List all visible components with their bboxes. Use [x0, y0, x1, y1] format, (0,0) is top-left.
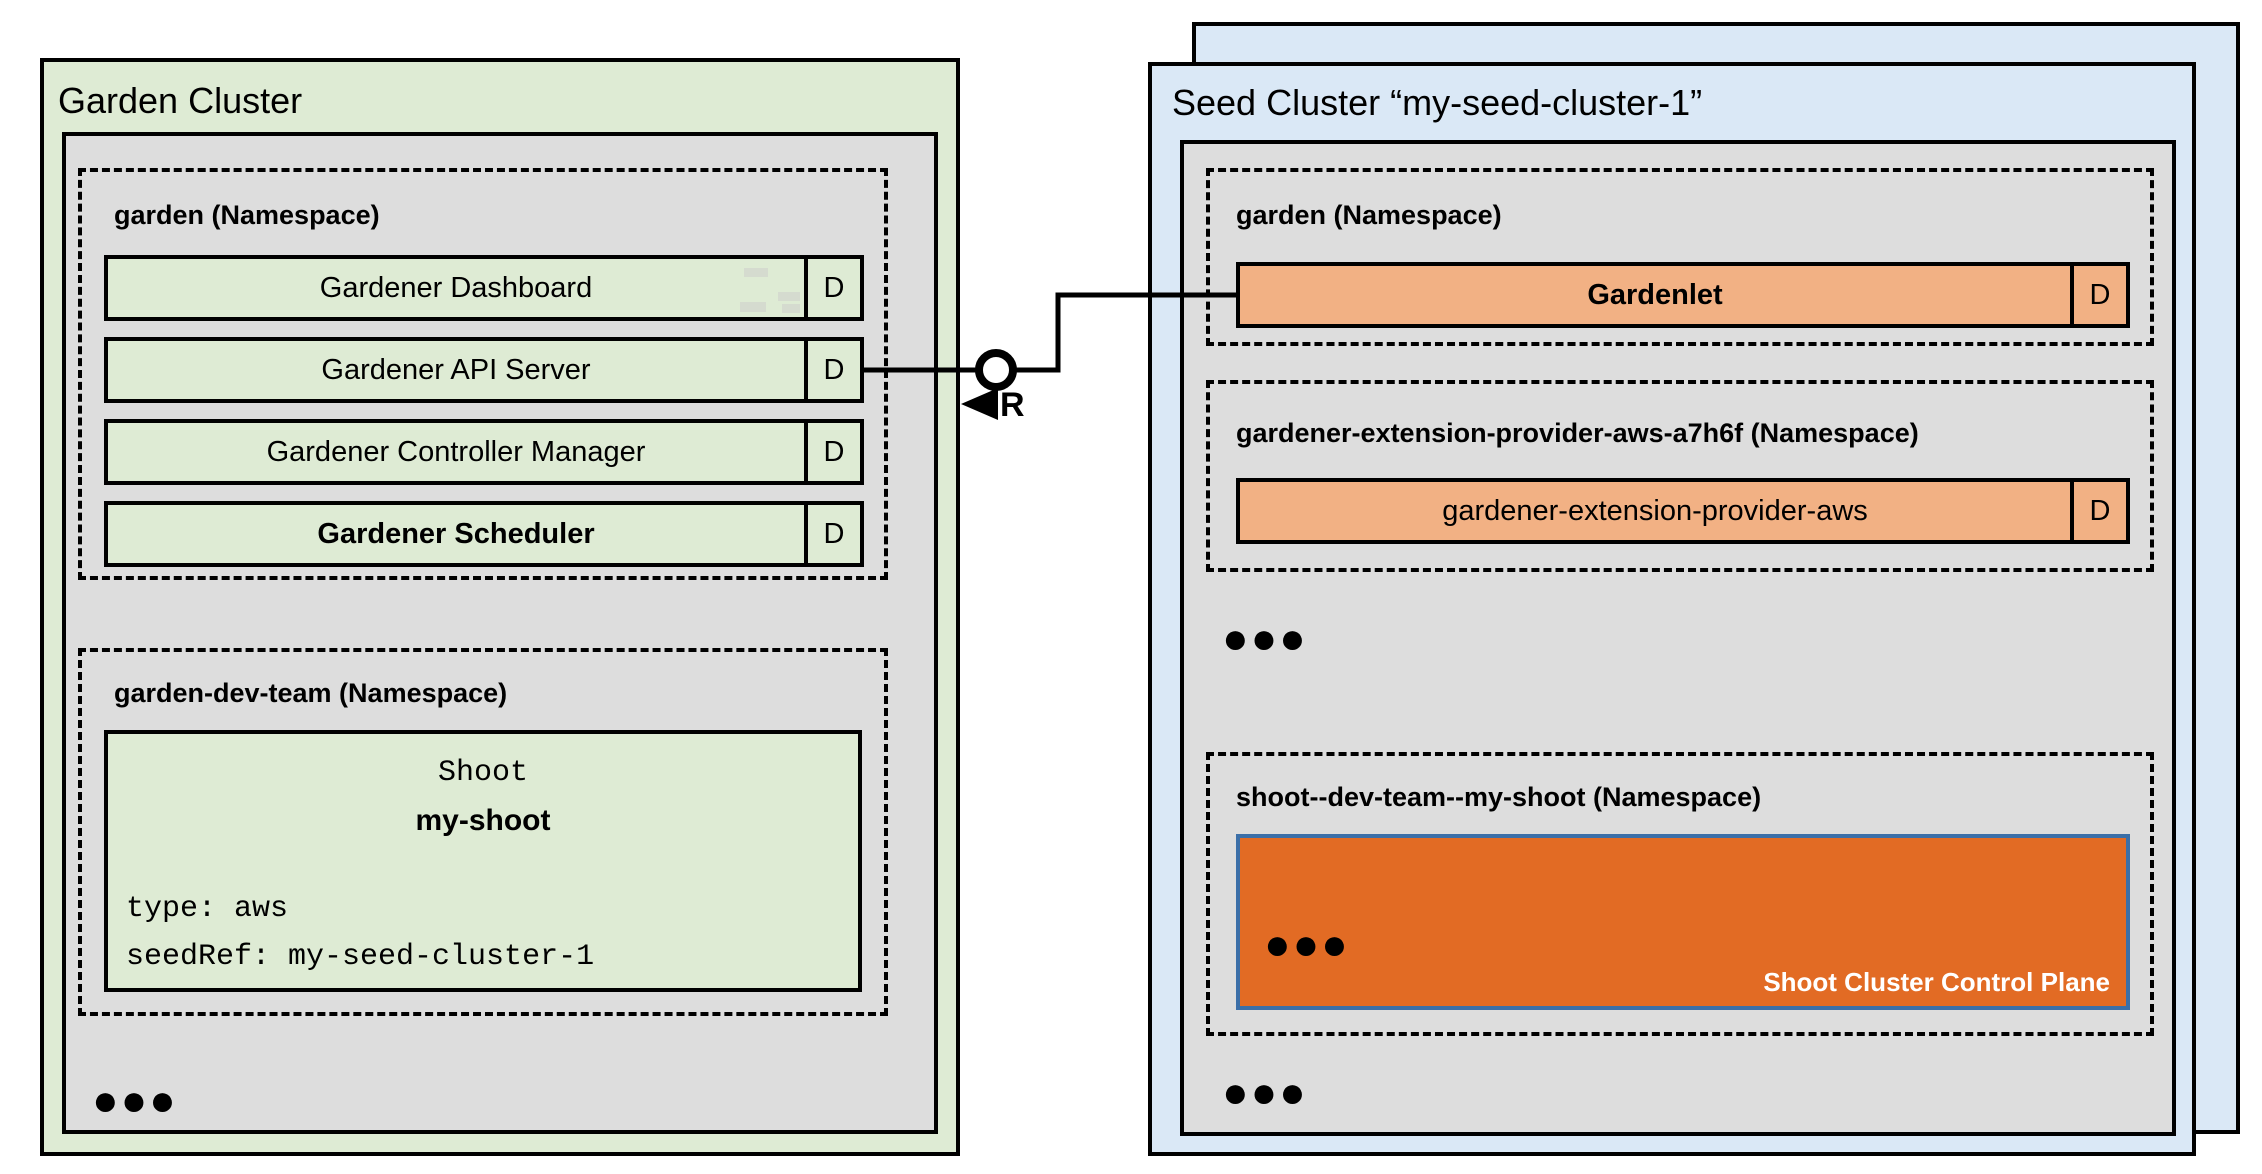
- namespace-label-extension-provider-aws: gardener-extension-provider-aws-a7h6f (N…: [1236, 418, 1919, 448]
- shoot-kind-label: Shoot: [437, 756, 528, 790]
- component-label: gardener-extension-provider-aws: [1240, 482, 2070, 540]
- seed-namespace-shoot-dev-team-my-shoot[interactable]: [1206, 752, 2154, 1036]
- component-gardenlet[interactable]: Gardenlet D: [1236, 262, 2130, 328]
- namespace-label-garden-dev-team: garden-dev-team (Namespace): [114, 678, 508, 708]
- component-gardener-scheduler[interactable]: Gardener Scheduler D: [104, 501, 864, 567]
- garden-cluster-title: Garden Cluster: [58, 80, 303, 121]
- garden-cluster-more-indicator: ●●●: [92, 1076, 178, 1125]
- render-artifact-mark: [782, 304, 800, 313]
- component-label: Gardener Dashboard: [108, 259, 804, 317]
- deployment-badge: D: [804, 505, 860, 563]
- control-plane-more-indicator: ●●●: [1264, 920, 1350, 969]
- shoot-resource-card[interactable]: Shoot my-shoot type: aws seedRef: my-see…: [104, 730, 862, 992]
- garden-namespace-garden[interactable]: [78, 168, 888, 580]
- control-plane-label: Shoot Cluster Control Plane: [1763, 967, 2110, 997]
- garden-namespace-garden-dev-team[interactable]: [78, 648, 888, 1016]
- deployment-badge: D: [804, 259, 860, 317]
- deployment-badge: D: [2070, 266, 2126, 324]
- render-artifact-mark: [778, 292, 800, 301]
- component-gardener-api-server[interactable]: Gardener API Server D: [104, 337, 864, 403]
- component-label: Gardener Controller Manager: [108, 423, 804, 481]
- deployment-badge: D: [2070, 482, 2126, 540]
- namespace-label-garden: garden (Namespace): [114, 200, 380, 230]
- shoot-name-label: my-shoot: [415, 804, 551, 837]
- seed-cluster-more-indicator-bottom: ●●●: [1222, 1068, 1308, 1117]
- component-gardener-extension-provider-aws[interactable]: gardener-extension-provider-aws D: [1236, 478, 2130, 544]
- connector-label-r: R: [1000, 386, 1025, 424]
- namespace-label-seed-garden: garden (Namespace): [1236, 200, 1502, 230]
- shoot-spec-type: type: aws: [126, 892, 289, 926]
- seed-namespace-garden[interactable]: [1206, 168, 2154, 346]
- seed-cluster-more-indicator-middle: ●●●: [1222, 614, 1308, 663]
- component-gardener-controller-manager[interactable]: Gardener Controller Manager D: [104, 419, 864, 485]
- shoot-cluster-control-plane[interactable]: ●●● Shoot Cluster Control Plane: [1236, 834, 2130, 1010]
- shoot-spec-seedref: seedRef: my-seed-cluster-1: [126, 940, 595, 974]
- deployment-badge: D: [804, 423, 860, 481]
- component-gardener-dashboard[interactable]: Gardener Dashboard D: [104, 255, 864, 321]
- component-label: Gardenlet: [1240, 266, 2070, 324]
- render-artifact-mark: [744, 268, 768, 277]
- seed-namespace-extension-provider-aws[interactable]: [1206, 380, 2154, 572]
- component-label: Gardener Scheduler: [108, 505, 804, 563]
- render-artifact-mark: [740, 302, 766, 312]
- namespace-label-shoot-dev-team-my-shoot: shoot--dev-team--my-shoot (Namespace): [1236, 782, 1762, 812]
- component-label: Gardener API Server: [108, 341, 804, 399]
- deployment-badge: D: [804, 341, 860, 399]
- seed-cluster-title: Seed Cluster “my-seed-cluster-1”: [1172, 82, 1703, 123]
